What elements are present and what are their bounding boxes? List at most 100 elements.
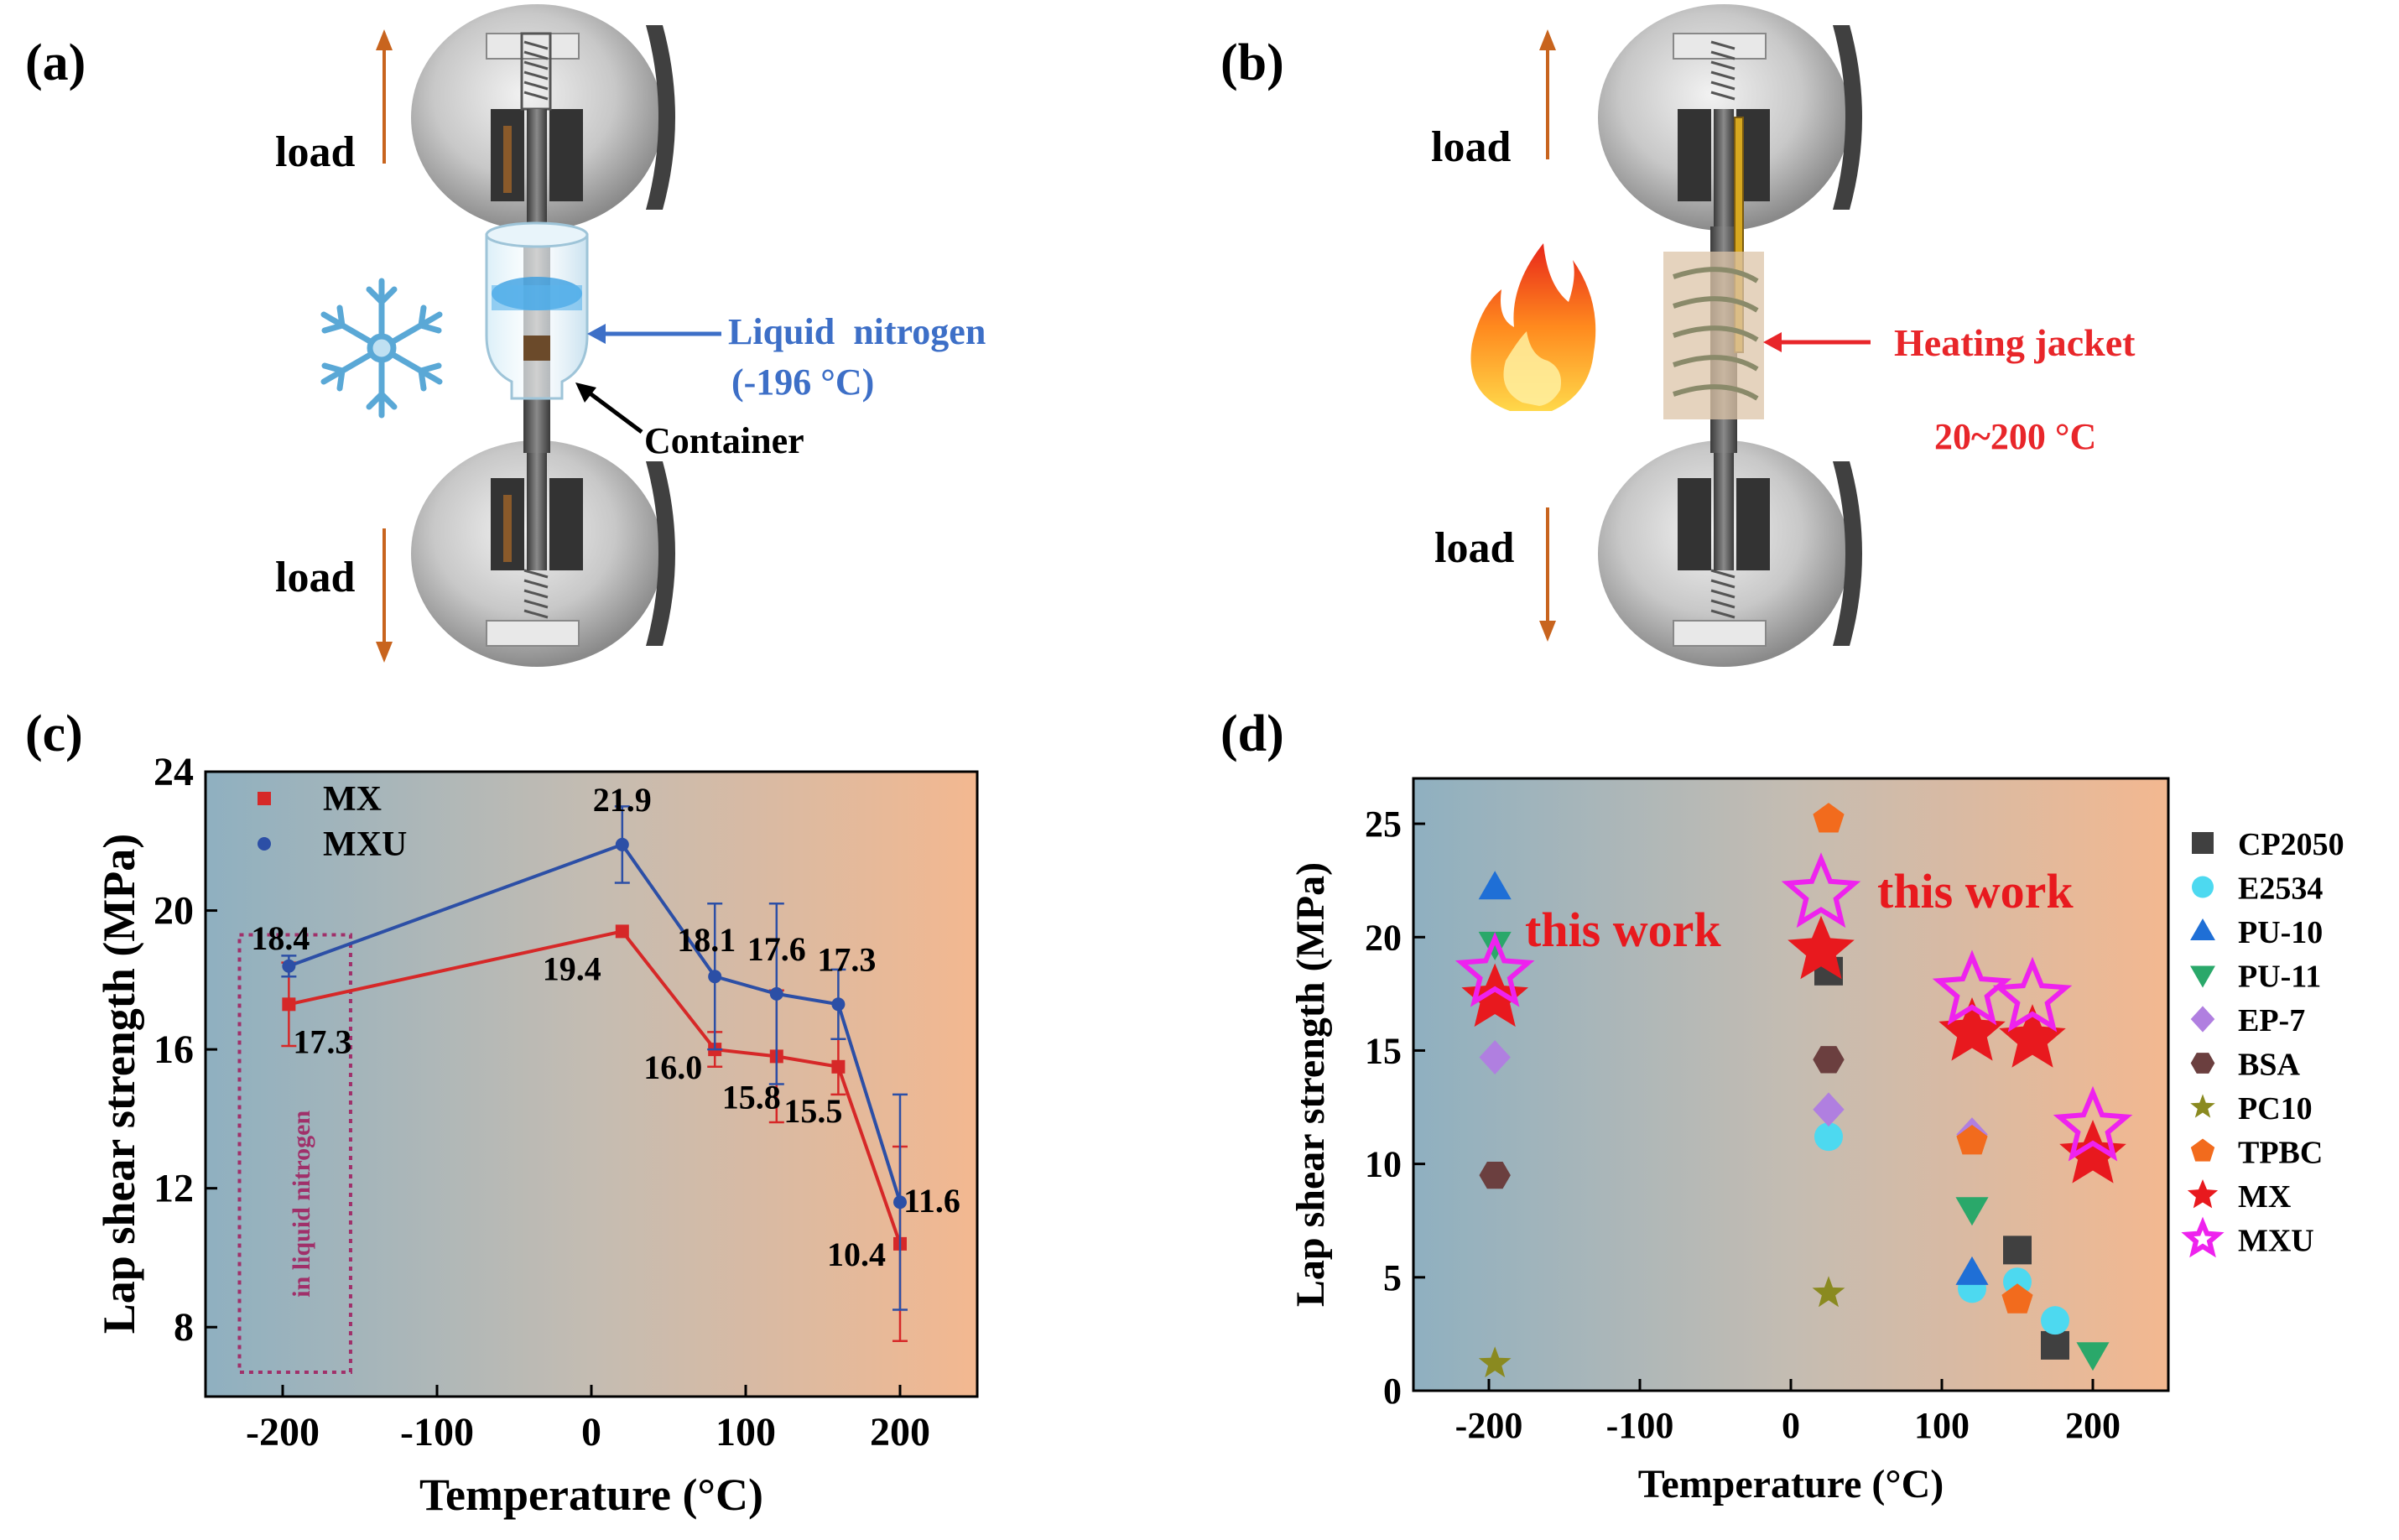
series-line-mxu: [288, 842, 902, 1203]
point-mxu: [282, 959, 296, 973]
heating-jacket: [1663, 252, 1764, 419]
point-bsa: [1813, 1046, 1845, 1074]
point-e2534: [2041, 1306, 2069, 1335]
legend-marker-tpbc: [2190, 1138, 2215, 1162]
point-mxu: [708, 970, 722, 984]
panel-b-label: (b): [1220, 34, 1284, 91]
load-arrow-down-b: [1539, 507, 1556, 642]
container-label: Container: [644, 420, 804, 461]
legend-marker-ep-7: [2190, 1006, 2215, 1033]
point-tpbc: [2001, 1283, 2033, 1314]
data-label-mxu: 18.4: [251, 919, 310, 957]
data-label-mx: 19.4: [543, 949, 601, 987]
point-cp2050: [2041, 1330, 2069, 1360]
y-tick-label-d: 20: [1365, 917, 1402, 958]
point-pu-11: [1478, 931, 1512, 960]
x-tick-label-d: 100: [1914, 1405, 1970, 1446]
point-cp2050: [2003, 1236, 2032, 1265]
load-label-top-a: load: [275, 128, 355, 176]
legend-marker-bsa: [2190, 1053, 2215, 1074]
nitrogen-dashed-box: [237, 933, 352, 1375]
container-pointer-arrow: [575, 382, 643, 434]
y-tick-label-c: 20: [154, 889, 194, 934]
point-mx: [1938, 997, 2006, 1061]
load-label-bottom-b: load: [1434, 524, 1514, 572]
point-mx: [831, 1059, 846, 1074]
x-axis-title-c: Temperature (°C): [419, 1470, 763, 1520]
legend-label-mx: MX: [323, 780, 382, 819]
point-e2534: [1814, 1122, 1843, 1152]
this-work-annotation-right: this work: [1877, 864, 2074, 918]
y-tick-label-d: 25: [1365, 804, 1402, 845]
load-label-bottom-a: load: [275, 554, 355, 601]
bottom-grip-illustration: [411, 436, 675, 667]
legend-marker-pu-10: [2190, 918, 2215, 941]
plot-area-c: [204, 770, 979, 1398]
data-label-mxu: 18.1: [677, 921, 736, 959]
point-mx: [1788, 915, 1855, 980]
x-tick-label-c: 200: [870, 1410, 930, 1454]
legend-label-ep-7: EP-7: [2238, 1003, 2305, 1038]
legend-label-mx: MX: [2238, 1179, 2291, 1215]
point-mxu: [893, 1195, 907, 1210]
point-mx: [615, 924, 629, 939]
point-mxu: [769, 986, 783, 1001]
legend-label-tpbc: TPBC: [2238, 1136, 2323, 1171]
legend-marker-e2534: [2192, 876, 2214, 898]
legend-label-pc10: PC10: [2238, 1091, 2313, 1126]
point-ep-7: [1479, 1040, 1511, 1074]
data-label-mx: 10.4: [827, 1236, 886, 1273]
load-arrow-down: [376, 528, 393, 663]
legend-label-mxu: MXU: [2238, 1224, 2314, 1259]
y-tick-label-c: 8: [174, 1305, 194, 1350]
jacket-pointer-arrow: [1763, 332, 1871, 352]
point-bsa: [1479, 1162, 1511, 1189]
y-tick-label-d: 0: [1383, 1371, 1402, 1412]
nitrogen-label: Liquid nitrogen: [728, 311, 986, 352]
point-mxu: [1781, 852, 1861, 929]
y-axis-title-d: Lap shear strength (MPa): [1288, 862, 1333, 1307]
legend-label-cp2050: CP2050: [2238, 827, 2344, 862]
flame-icon: [1470, 243, 1596, 411]
point-mxu: [1932, 949, 2012, 1026]
load-arrow-up-b: [1539, 29, 1556, 159]
panel-d-label: (d): [1220, 705, 1284, 762]
data-label-mx: 15.8: [722, 1078, 781, 1116]
series-line-mx: [288, 929, 902, 1245]
point-mxu: [831, 997, 846, 1012]
y-tick-label-d: 10: [1365, 1144, 1402, 1185]
data-label-mxu: 21.9: [593, 781, 652, 819]
nitrogen-container: [485, 221, 589, 400]
point-mx: [282, 997, 296, 1012]
x-tick-label-d: -200: [1455, 1405, 1523, 1446]
point-mxu: [2053, 1085, 2133, 1162]
point-pu-10: [1955, 1256, 1989, 1285]
load-arrow-up: [376, 29, 393, 164]
panel-a-label: (a): [25, 34, 86, 91]
point-tpbc: [1813, 803, 1845, 833]
x-tick-label-d: 0: [1782, 1405, 1800, 1446]
x-tick-label-d: 200: [2065, 1405, 2121, 1446]
legend-label-e2534: E2534: [2238, 871, 2323, 907]
point-tpbc: [1956, 1125, 1988, 1155]
liquid-nitrogen-box: in liquid nitrogen: [237, 933, 352, 1375]
load-label-top-b: load: [1431, 123, 1511, 171]
legend-d: CP2050E2534PU-10PU-11EP-7BSAPC10TPBCMXMX…: [2181, 827, 2344, 1259]
x-tick-label-c: 100: [716, 1410, 776, 1454]
snowflake-icon: [320, 278, 443, 419]
heating-temp-label: 20~200 °C: [1934, 416, 2096, 457]
y-tick-label-c: 24: [154, 750, 194, 794]
x-tick-label-d: -100: [1606, 1405, 1674, 1446]
y-tick-label-d: 15: [1365, 1030, 1402, 1071]
x-tick-label-c: -200: [246, 1410, 320, 1454]
panel-b: (b): [1220, 4, 2136, 667]
point-mxu: [615, 837, 629, 851]
legend-label-bsa: BSA: [2238, 1048, 2300, 1083]
top-grip-illustration-b: [1598, 4, 1862, 235]
point-pu-11: [1955, 1197, 1989, 1226]
